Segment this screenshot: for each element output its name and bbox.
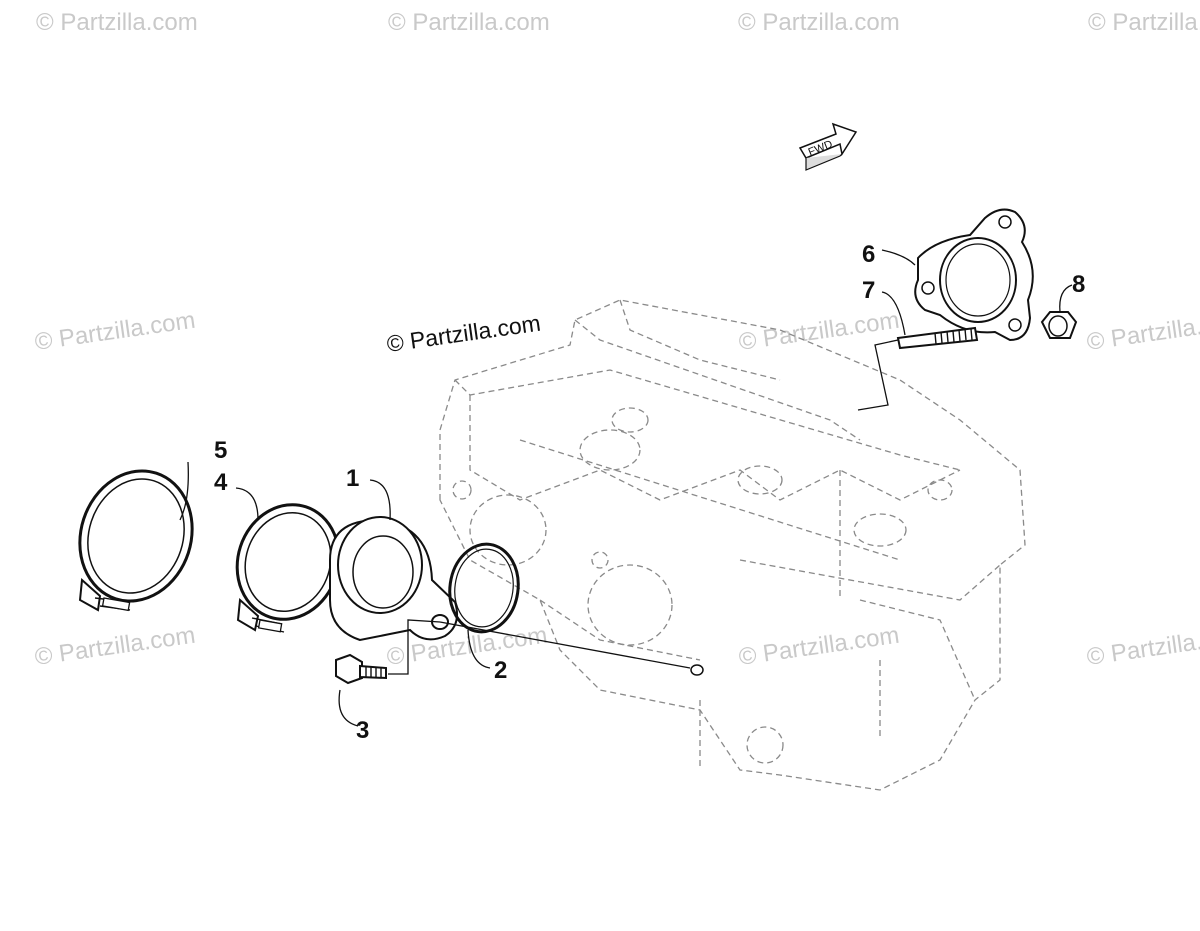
watermark-mid-far-right: © Partzilla.com [1085,307,1200,356]
callout-7: 7 [862,277,875,304]
leader-lines [179,249,1073,727]
water-outlet-fitting [329,516,458,642]
watermark-mid-left: © Partzilla.com [33,307,197,356]
o-ring [448,542,520,634]
callout-1: 1 [346,465,359,492]
leader-bolt-to-engine [439,621,691,669]
flange-nut [1040,311,1078,339]
leader-7 [881,291,906,336]
leader-6 [881,249,916,266]
leader-stud-to-engine [857,339,899,411]
fwd-arrow: FWD [798,122,858,171]
leader-3b [388,619,441,675]
callout-6: 6 [862,241,875,268]
leader-1 [369,479,391,521]
engine-block-outline [439,299,1026,791]
stud-bolt [896,326,979,350]
flange-bolt [335,653,387,685]
watermark-low-right: © Partzilla.com [737,622,901,671]
thermostat-cover-flange [914,208,1034,342]
watermark-top-center: © Partzilla.com [388,9,550,36]
watermark-low-left: © Partzilla.com [33,622,197,671]
callout-2: 2 [494,657,507,684]
leader-2 [467,629,491,669]
leader-5 [179,461,189,521]
main-watermark: © Partzilla.com [385,310,542,357]
leader-4 [235,487,259,521]
watermark-layer: © Partzilla.com © Partzilla.com © Partzi… [33,9,1200,671]
callout-3: 3 [356,717,369,744]
callout-4: 4 [214,469,228,496]
hose-clamp-large [78,469,194,612]
watermark-top-far-right: © Partzilla.com [1088,9,1200,36]
callout-8: 8 [1072,271,1085,298]
leader-3 [338,689,359,727]
callout-5: 5 [214,437,227,464]
watermark-top-right: © Partzilla.com [738,9,900,36]
watermark-low-far-right: © Partzilla.com [1085,622,1200,671]
callout-labels: 1 2 3 4 5 6 7 8 [214,241,1085,744]
watermark-top-left: © Partzilla.com [36,9,198,36]
leader-8 [1059,284,1073,313]
